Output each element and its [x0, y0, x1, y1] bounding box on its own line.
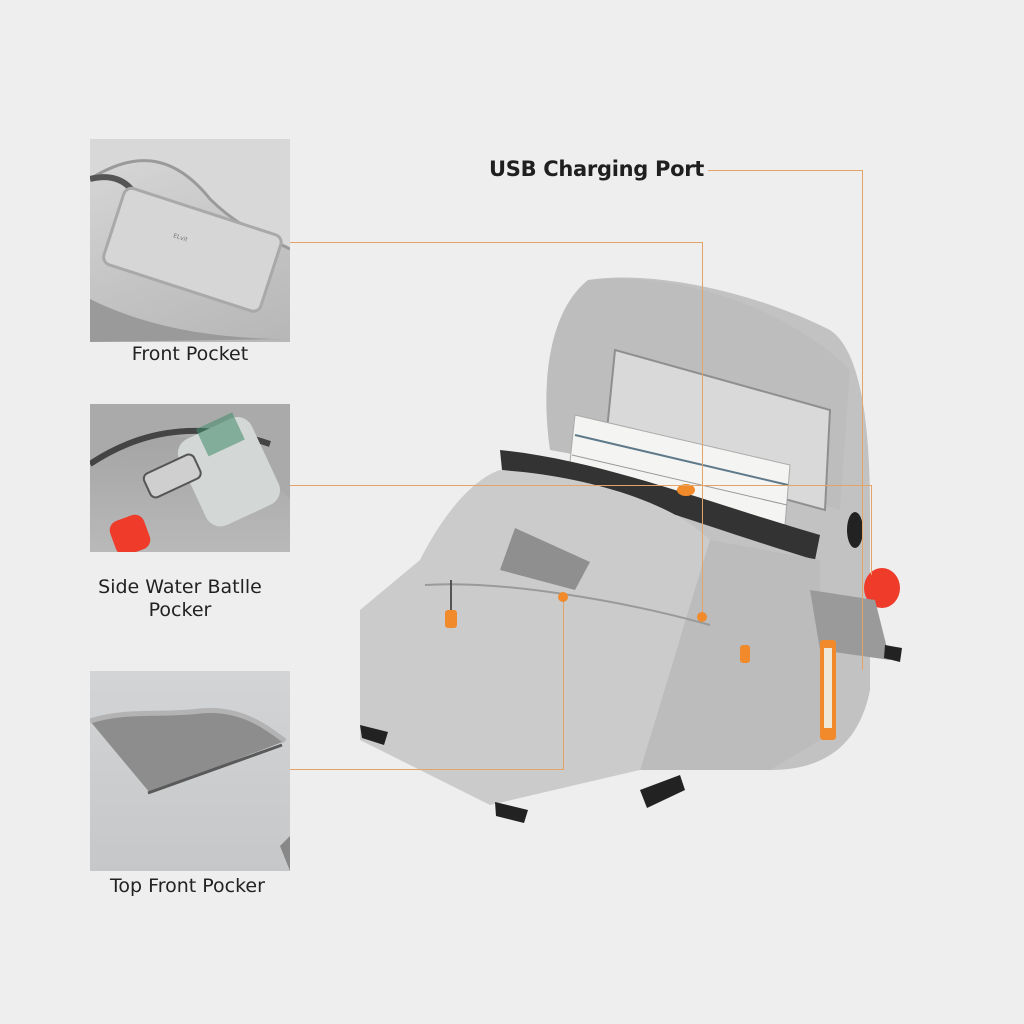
side-bottle-callout-line-v [871, 485, 872, 575]
side-bottle-thumbnail [90, 404, 290, 552]
front-pocket-callout-dot [697, 612, 707, 622]
water-bottle-image [90, 404, 290, 552]
top-front-pocket-thumbnail [90, 671, 290, 871]
usb-callout-line-v [862, 170, 863, 670]
side-bottle-label: Side Water Batlle Pocker [80, 576, 280, 622]
front-pocket-thumbnail: ELvit [90, 139, 290, 342]
top-front-callout-line-v [563, 598, 564, 769]
front-pocket-label: Front Pocket [131, 343, 249, 365]
svg-text:ELvit: ELvit [172, 232, 189, 243]
top-front-callout-line-h [290, 769, 564, 770]
top-front-pocket-label: Top Front Pocker [110, 875, 265, 897]
usb-callout-line-h [708, 170, 863, 171]
usb-charging-port-label: USB Charging Port [489, 157, 705, 181]
front-pocket-callout-line-v [702, 242, 703, 620]
fleece-pocket-image [90, 707, 290, 871]
side-bottle-label-line2: Pocker [148, 599, 212, 621]
front-pocket-callout-line-h [290, 242, 703, 243]
tablet-in-pocket-image: ELvit [90, 139, 290, 342]
top-front-callout-dot [558, 592, 568, 602]
side-bottle-callout-line-h [290, 485, 872, 486]
side-bottle-label-line1: Side Water Batlle [98, 576, 262, 598]
backpack-image [360, 277, 902, 823]
